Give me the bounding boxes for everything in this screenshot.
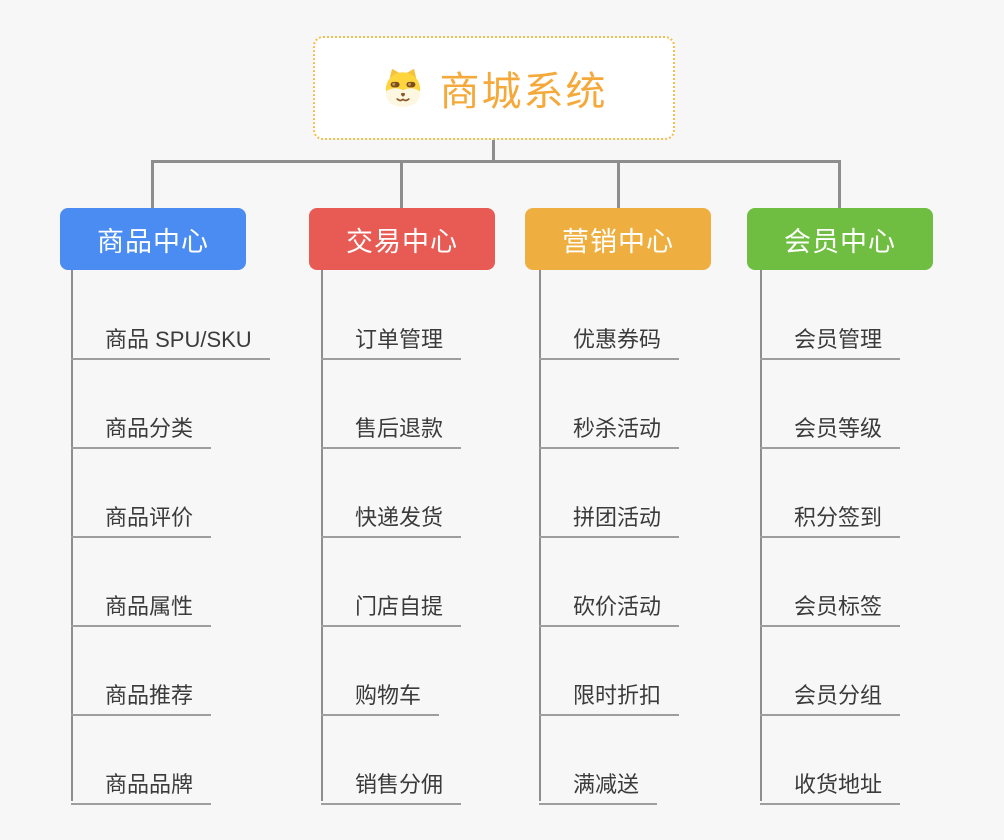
child-node[interactable]: 会员等级 [760,407,901,449]
child-node[interactable]: 限时折扣 [539,674,680,716]
child-node[interactable]: 商品分类 [71,407,212,449]
branch-drop-line [617,160,620,208]
branch-trade-center[interactable]: 交易中心 [309,208,495,270]
child-node[interactable]: 会员分组 [760,674,901,716]
child-node[interactable]: 购物车 [321,674,440,716]
root-stem-line [492,138,495,163]
child-node[interactable]: 满减送 [539,763,658,805]
branch-product-center[interactable]: 商品中心 [60,208,246,270]
branch-trunk-line [539,270,541,801]
branch-drop-line [400,160,403,208]
branch-trunk-line [71,270,73,801]
branch-trunk-line [321,270,323,801]
child-node[interactable]: 商品属性 [71,585,212,627]
child-node[interactable]: 快递发货 [321,496,462,538]
child-node[interactable]: 会员标签 [760,585,901,627]
branch-marketing-center[interactable]: 营销中心 [525,208,711,270]
child-node[interactable]: 拼团活动 [539,496,680,538]
doge-icon [385,68,420,107]
child-node[interactable]: 销售分佣 [321,763,462,805]
root-node-label: 商城系统 [439,70,608,114]
child-node[interactable]: 优惠券码 [539,318,680,360]
child-node[interactable]: 商品品牌 [71,763,212,805]
child-node[interactable]: 会员管理 [760,318,901,360]
branch-trunk-line [760,270,762,801]
branch-drop-line [838,160,841,208]
child-node[interactable]: 订单管理 [321,318,462,360]
child-node[interactable]: 秒杀活动 [539,407,680,449]
child-node[interactable]: 售后退款 [321,407,462,449]
child-node[interactable]: 积分签到 [760,496,901,538]
root-node[interactable]: 商城系统 [313,36,675,140]
branch-member-center[interactable]: 会员中心 [747,208,933,270]
branch-bus-line [152,160,841,163]
child-node[interactable]: 收货地址 [760,763,901,805]
child-node[interactable]: 门店自提 [321,585,462,627]
branch-drop-line [151,160,154,208]
branch-label: 交易中心 [346,226,458,257]
child-node[interactable]: 商品 SPU/SKU [71,318,270,360]
child-node[interactable]: 商品推荐 [71,674,212,716]
child-node[interactable]: 商品评价 [71,496,212,538]
branch-label: 商品中心 [97,226,209,257]
branch-label: 营销中心 [562,226,674,257]
branch-label: 会员中心 [784,226,896,257]
child-node[interactable]: 砍价活动 [539,585,680,627]
